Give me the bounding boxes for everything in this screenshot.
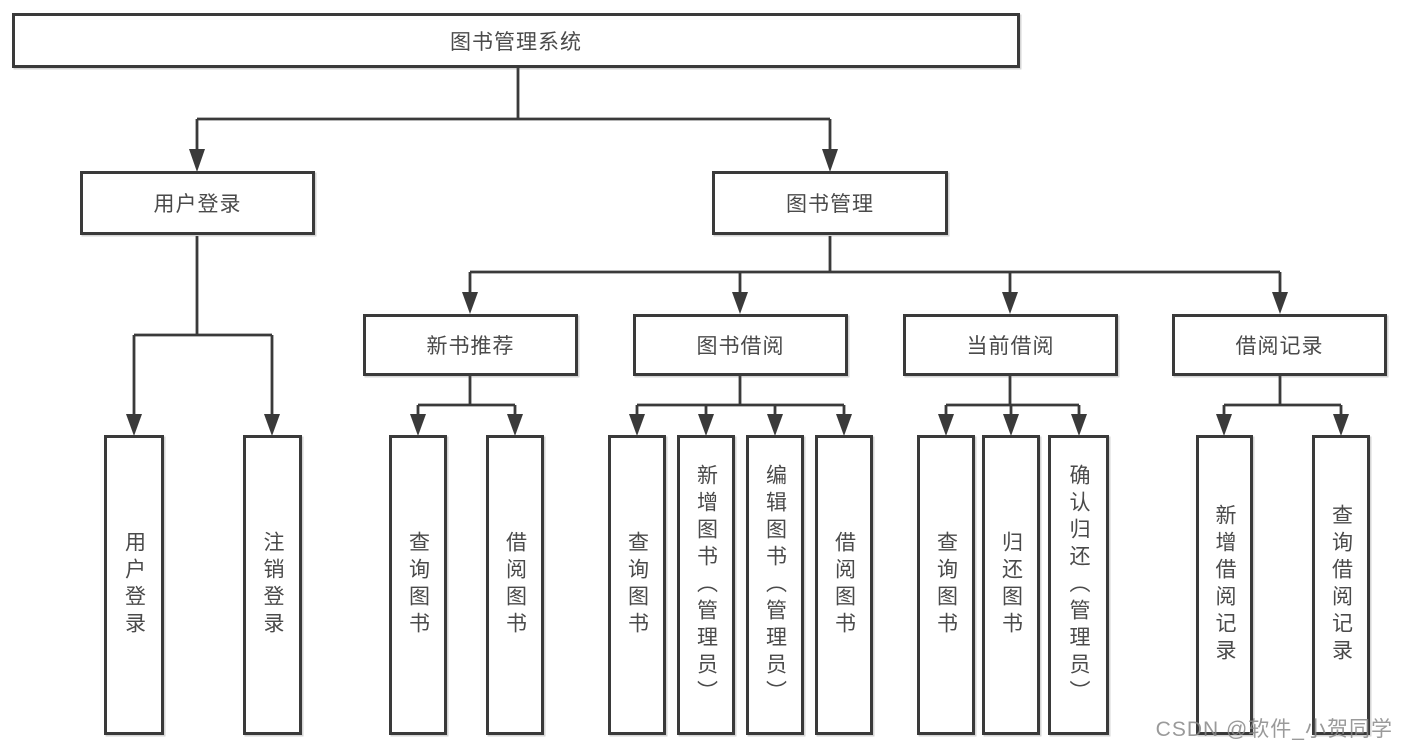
node-leaf-current-query-books: 查询图书 bbox=[917, 435, 975, 735]
node-leaf-recommend-borrow-books: 借阅图书 bbox=[486, 435, 544, 735]
node-leaf-borrowing-query-books: 查询图书 bbox=[608, 435, 666, 735]
watermark: CSDN @软件_小贺同学 bbox=[1155, 718, 1393, 741]
node-leaf-borrowing-edit-books-admin: 编辑图书（管理员） bbox=[746, 435, 804, 735]
node-book-management: 图书管理 bbox=[712, 171, 948, 235]
node-leaf-recommend-query-books: 查询图书 bbox=[389, 435, 447, 735]
node-borrowing-records: 借阅记录 bbox=[1172, 314, 1387, 376]
node-book-borrowing: 图书借阅 bbox=[633, 314, 848, 376]
node-current-borrowing: 当前借阅 bbox=[903, 314, 1118, 376]
node-leaf-borrowing-borrow-books: 借阅图书 bbox=[815, 435, 873, 735]
node-new-book-recommend: 新书推荐 bbox=[363, 314, 578, 376]
node-leaf-records-add-record: 新增借阅记录 bbox=[1196, 435, 1253, 735]
node-user-login: 用户登录 bbox=[80, 171, 315, 235]
node-root: 图书管理系统 bbox=[12, 13, 1020, 68]
node-leaf-logout: 注销登录 bbox=[243, 435, 302, 735]
node-leaf-records-query-record: 查询借阅记录 bbox=[1312, 435, 1370, 735]
node-leaf-current-return-books: 归还图书 bbox=[982, 435, 1040, 735]
node-leaf-user-login: 用户登录 bbox=[104, 435, 164, 735]
node-leaf-borrowing-add-books-admin: 新增图书（管理员） bbox=[677, 435, 735, 735]
node-leaf-current-confirm-return-admin: 确认归还（管理员） bbox=[1048, 435, 1109, 735]
